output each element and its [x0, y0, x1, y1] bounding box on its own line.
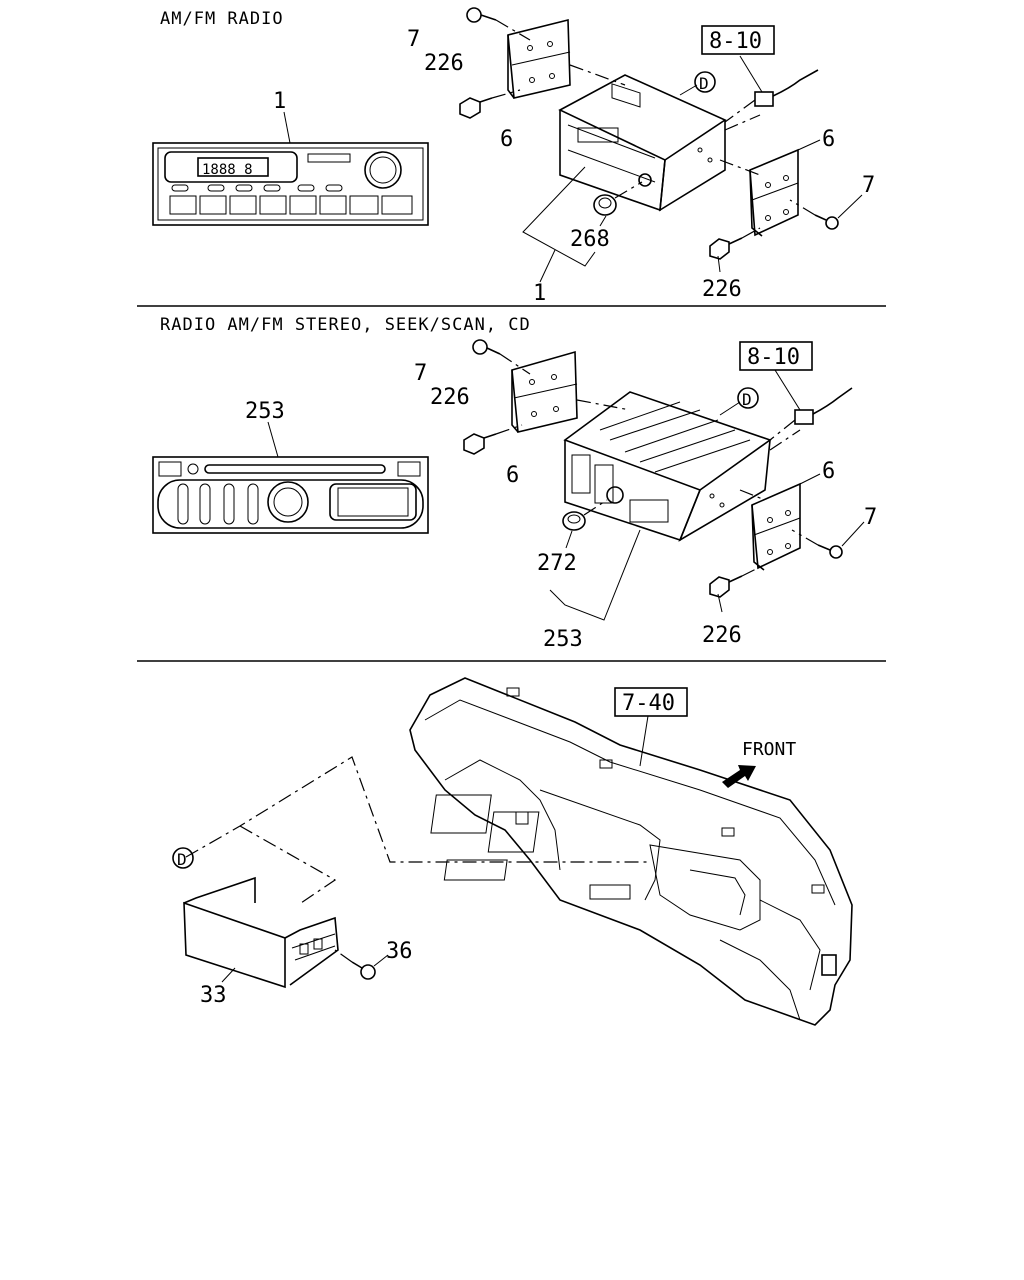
callout-knob-268: 268 — [570, 227, 610, 252]
callout-screw-7-top: 7 — [407, 27, 420, 52]
callout-ref-7-40: 7-40 — [622, 691, 675, 716]
front-arrow-icon — [722, 765, 756, 788]
callout-front-radio-253: 253 — [245, 399, 285, 424]
callout-screw-7-right-cd: 7 — [864, 505, 877, 530]
callout-circle-d-2: D — [742, 390, 752, 409]
knob-272 — [562, 499, 608, 549]
bolt-226-bottom — [709, 227, 761, 273]
circle-d-marker-1 — [694, 71, 716, 93]
callout-pocket-33: 33 — [200, 983, 227, 1008]
callout-ref-8-10-2: 8-10 — [747, 345, 800, 370]
callout-circle-d-3: D — [177, 850, 187, 869]
callout-bracket-left-6: 6 — [500, 127, 513, 152]
circle-d-marker-2 — [737, 387, 759, 409]
callout-bracket-right-6: 6 — [822, 127, 835, 152]
radio-front-view-253 — [152, 421, 429, 534]
screw-36 — [334, 949, 389, 980]
radio-front-view-1: 1888 8 — [152, 111, 429, 226]
leader-unit-1 — [522, 166, 596, 267]
knob-268 — [593, 181, 643, 227]
ref-box-7-40 — [614, 687, 688, 717]
radio-display-readout: 1888 8 — [202, 162, 253, 178]
bolt-226-top — [459, 89, 521, 119]
bracket-left-6-cd — [511, 350, 578, 433]
leader-unit-253 — [549, 529, 641, 621]
bolt-226-bottom-cd — [709, 565, 763, 613]
section-cd-radio: RADIO AM/FM STEREO, SEEK/SCAN, CD 253 — [152, 315, 877, 652]
bolt-226-top-cd — [463, 424, 523, 455]
callout-bracket-left-6-cd: 6 — [506, 463, 519, 488]
callout-bolt-226-top: 226 — [424, 51, 464, 76]
callout-screw-7-right: 7 — [862, 173, 875, 198]
callout-unit-253: 253 — [543, 627, 583, 652]
callout-knob-272: 272 — [537, 551, 577, 576]
screw-7-top-cd — [472, 339, 531, 375]
screw-7-right-cd — [791, 521, 865, 559]
ref-box-8-10-1 — [701, 25, 775, 55]
bracket-left-6 — [507, 18, 571, 99]
ref-box-8-10-2 — [739, 341, 813, 371]
section-dashboard: 7-40 FRONT D — [172, 677, 853, 1026]
callout-bracket-right-6-cd: 6 — [822, 459, 835, 484]
callout-screw-36: 36 — [386, 939, 413, 964]
callout-unit-1: 1 — [533, 281, 546, 306]
section-title-cd-radio: RADIO AM/FM STEREO, SEEK/SCAN, CD — [160, 315, 531, 335]
section-am-fm-radio: AM/FM RADIO 1888 8 — [152, 7, 875, 306]
dashboard-panel — [409, 677, 853, 1026]
callout-front-radio-1: 1 — [273, 89, 286, 114]
bracket-right-6-cd — [751, 473, 821, 571]
pocket-33 — [183, 876, 339, 989]
callout-bolt-226-bottom: 226 — [702, 277, 742, 302]
callout-screw-7-top-cd: 7 — [414, 361, 427, 386]
screw-7-right — [789, 194, 863, 230]
front-direction-label: FRONT — [742, 739, 796, 760]
screw-7-top — [466, 7, 531, 41]
callout-circle-d-1: D — [699, 74, 709, 93]
install-leader-line-2 — [239, 825, 337, 906]
wire-connector-1 — [724, 55, 819, 123]
callout-ref-8-10-1: 8-10 — [709, 29, 762, 54]
section-title-am-fm-radio: AM/FM RADIO — [160, 9, 284, 29]
circle-d-marker-3 — [172, 847, 194, 869]
wire-connector-2 — [769, 369, 853, 441]
bracket-right-6 — [749, 139, 821, 237]
radio-unit-253 — [563, 391, 801, 542]
install-leader-line — [185, 756, 650, 863]
callout-bolt-226-bottom-cd: 226 — [702, 623, 742, 648]
callout-bolt-226-top-cd: 226 — [430, 385, 470, 410]
radio-unit-1 — [558, 64, 761, 212]
